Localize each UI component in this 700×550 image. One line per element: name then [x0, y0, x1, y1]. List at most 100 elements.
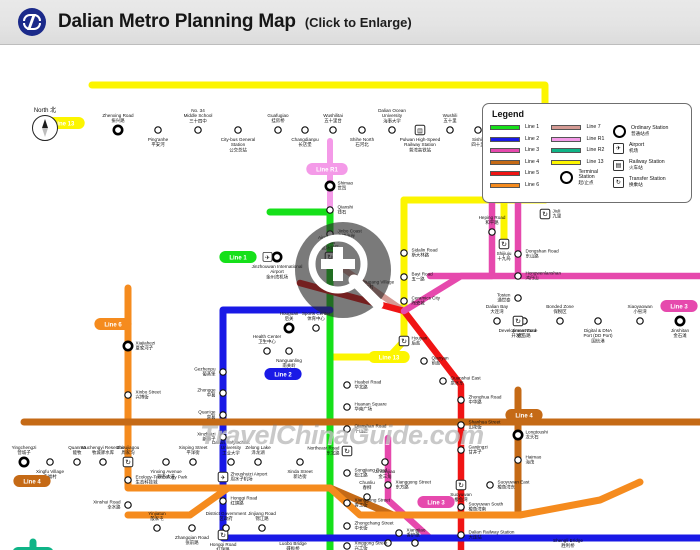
station-dalian-polytechnic-university[interactable] [227, 458, 235, 466]
station-suoyuwan-south[interactable] [457, 503, 465, 511]
station-no-34-middle-school[interactable] [194, 126, 202, 134]
station-shihe-north[interactable] [358, 126, 366, 134]
station-jinjiang-road[interactable] [258, 524, 266, 532]
station-digital-dna-port-dd-port-[interactable] [594, 317, 602, 325]
station-dalian-ocean-university[interactable] [388, 126, 396, 134]
station-city-bus-general-station[interactable] [234, 126, 242, 134]
station-xinggong-street[interactable] [343, 542, 351, 550]
station-shijiuju[interactable]: ↻ [498, 238, 510, 250]
line-badge-line-3[interactable]: Line 3 [417, 496, 455, 508]
station-zhoushuizi-airport[interactable]: ✈ [217, 471, 229, 483]
station-sports-center[interactable] [312, 324, 320, 332]
station-haimao[interactable] [514, 456, 522, 464]
station-xinshui-road[interactable] [124, 501, 132, 509]
station-quan-ge[interactable] [219, 411, 227, 419]
station-shanhua-street[interactable] [457, 421, 465, 429]
station-xinbo-street[interactable] [124, 391, 132, 399]
station-qianshi[interactable] [326, 206, 334, 214]
station-zhangqian-road[interactable] [188, 524, 196, 532]
station-longtoushi[interactable] [512, 429, 524, 441]
station-ping-anhe[interactable] [154, 126, 162, 134]
station-xinzhaizi[interactable] [219, 433, 227, 441]
station-jinsanjiao[interactable] [381, 458, 389, 466]
station-dalian-bay[interactable] [493, 317, 501, 325]
station-bonded-zone[interactable] [556, 317, 564, 325]
station-houguan[interactable] [283, 322, 295, 334]
station-honggi-road[interactable] [219, 497, 227, 505]
station-dalong-street[interactable] [384, 539, 392, 547]
enlarge-hint[interactable]: (Click to Enlarge) [304, 14, 412, 30]
station-muchengyi-reservoir[interactable] [99, 458, 107, 466]
line-badge-line-4[interactable]: Line 4 [13, 475, 51, 487]
station-zhongchang-street[interactable] [343, 522, 351, 530]
station-changdianpu[interactable] [301, 126, 309, 134]
station-zelong-lake[interactable] [254, 458, 262, 466]
station-houyan[interactable]: ↻ [398, 335, 410, 347]
station-ceramics-city[interactable] [400, 297, 408, 305]
station-xianggong-street[interactable] [343, 499, 351, 507]
station-sishili[interactable] [474, 126, 482, 134]
station-xingfu-village[interactable] [46, 458, 54, 466]
station-chunliu[interactable] [363, 493, 371, 501]
line-badge-line-6[interactable]: Line 6 [94, 318, 132, 330]
magnifier-overlay-circle[interactable] [295, 222, 391, 318]
station-shichang-street[interactable] [411, 539, 419, 547]
station-xiajiahezi[interactable] [122, 340, 134, 352]
station-quanshui-east[interactable] [439, 377, 447, 385]
line-badge-line-r2[interactable]: Line R2 [12, 547, 53, 550]
station-zhenxing-road[interactable] [112, 124, 124, 136]
station-ecology-technology-park[interactable] [124, 476, 132, 484]
station-suoyuwan[interactable]: ↻ [455, 479, 467, 491]
station-dalian-railway-station[interactable] [457, 531, 465, 539]
station-ganjingzi[interactable] [457, 446, 465, 454]
station-jiuli[interactable]: ↻ [539, 208, 551, 220]
station-bayi-road[interactable] [400, 273, 408, 281]
station-dongshan-road[interactable] [514, 250, 522, 258]
station-xinping-street[interactable] [189, 458, 197, 466]
station-zhonghua-road[interactable] [457, 396, 465, 404]
station-xiangjiao[interactable] [395, 529, 403, 537]
station-development-zone[interactable]: ↻ [512, 315, 524, 327]
line-badge-line-13[interactable]: Line 13 [368, 351, 410, 363]
station-tosten[interactable] [514, 294, 522, 302]
station-zhongge[interactable] [219, 389, 227, 397]
line-badge-line-r1[interactable]: Line R1 [306, 163, 348, 175]
metro-map-canvas[interactable]: ▤↻↻↻✈↻↻↻✈↻↻↻↻↻↻↻ Zhenxing Road振兴路Ping'an… [0, 45, 700, 550]
station-yingchengzi[interactable] [18, 456, 30, 468]
station-qianshan-road[interactable] [343, 425, 351, 433]
station-wushili[interactable] [446, 126, 454, 134]
station-northeast-road[interactable]: ↻ [341, 445, 353, 457]
station-label-cn: 平洋街 [186, 449, 200, 456]
station-zhoujiagou[interactable]: ↻ [122, 456, 134, 468]
station-sidalin-road[interactable] [400, 249, 408, 257]
station-wushilitai[interactable] [329, 126, 337, 134]
line-badge-line-1[interactable]: Line 1 [219, 251, 257, 263]
station-pulwan-high-speed-railway-station[interactable]: ▤ [414, 124, 426, 136]
station-suoyuwan-east[interactable] [486, 481, 494, 489]
station-yinjiatun[interactable] [153, 524, 161, 532]
station-gezhenpu[interactable] [219, 368, 227, 376]
line-badge-line-3[interactable]: Line 3 [660, 300, 698, 312]
station-heping-road[interactable] [488, 228, 496, 236]
station-songjiang-road[interactable] [343, 469, 351, 477]
station-qianyan[interactable] [420, 357, 428, 365]
station-huanan-square[interactable] [343, 403, 351, 411]
station-xianggong-street[interactable] [384, 481, 392, 489]
station-health-center[interactable] [263, 347, 271, 355]
station-quanmu[interactable] [73, 458, 81, 466]
station-xinda-street[interactable] [296, 458, 304, 466]
station-nanguanling[interactable] [285, 347, 293, 355]
station-huabei-road[interactable] [343, 381, 351, 389]
station-hongwenlanshan[interactable] [514, 272, 522, 280]
line-badge-line-4[interactable]: Line 4 [505, 409, 543, 421]
station-district-government[interactable] [222, 524, 230, 532]
station-shimao[interactable] [324, 180, 336, 192]
station-yinxing-avenue[interactable] [162, 458, 170, 466]
line-badge-line-2[interactable]: Line 2 [264, 368, 302, 380]
station-jinshitan[interactable] [674, 315, 686, 327]
station-jinzhouwan-international-airport[interactable]: ✈ [262, 251, 283, 263]
station-xiaoyaowan[interactable] [636, 317, 644, 325]
station-guafugiao[interactable] [274, 126, 282, 134]
